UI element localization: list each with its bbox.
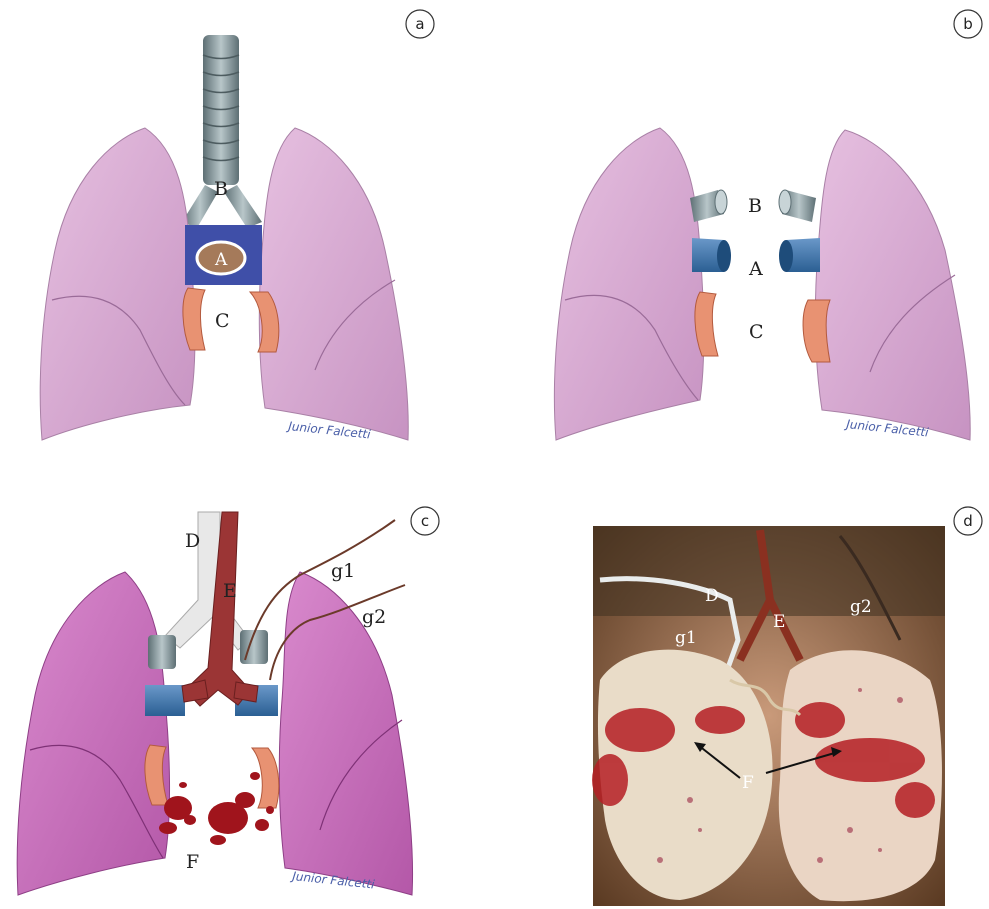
lung-right [259, 128, 408, 440]
label-c-D: D [185, 530, 200, 552]
label-c-g2: g2 [362, 606, 386, 628]
atrial-cuff-left [695, 292, 718, 356]
panel-tag-b-text: b [963, 15, 973, 33]
panel-d: D E g1 g2 F d [592, 507, 982, 906]
label-d-F: F [742, 773, 754, 793]
panel-c: D E g1 g2 F Junior Falcetti c [17, 507, 439, 895]
label-c-E: E [223, 580, 237, 602]
label-b-C: C [749, 321, 764, 343]
label-a-A: A [214, 250, 228, 270]
label-a-B: B [214, 178, 228, 200]
label-c-g1: g1 [331, 560, 355, 582]
panel-a: B A C Junior Falcetti a [40, 10, 434, 442]
panel-b: B A C Junior Falcetti b [554, 10, 982, 440]
label-b-B: B [748, 195, 762, 217]
lung-left [554, 128, 703, 440]
label-a-C: C [215, 310, 230, 332]
bronchus-right [224, 185, 262, 228]
artery-stump-left-cut [717, 240, 731, 272]
panel-tag-a-text: a [415, 15, 424, 33]
atrial-cuff-right [803, 300, 830, 362]
panel-tag-d-text: d [963, 512, 973, 530]
lung-left [17, 572, 169, 895]
lung-right [815, 130, 970, 440]
bronchus-stump-left-cut [715, 190, 727, 214]
artery-stump-right-cut [779, 240, 793, 272]
label-d-E: E [773, 612, 785, 632]
bronchus-stump-right-cut [779, 190, 791, 214]
panel-tag-c-text: c [421, 512, 429, 530]
label-d-g1: g1 [675, 628, 697, 648]
artery-cuff-left [145, 685, 185, 716]
blood-effluent [159, 772, 274, 845]
label-b-A: A [748, 258, 763, 280]
bronchus-cuff-left [148, 635, 176, 669]
label-c-F: F [186, 851, 199, 873]
lung-right [279, 572, 412, 895]
label-d-g2: g2 [850, 597, 872, 617]
label-d-D: D [705, 586, 719, 606]
lung-left [40, 128, 195, 440]
